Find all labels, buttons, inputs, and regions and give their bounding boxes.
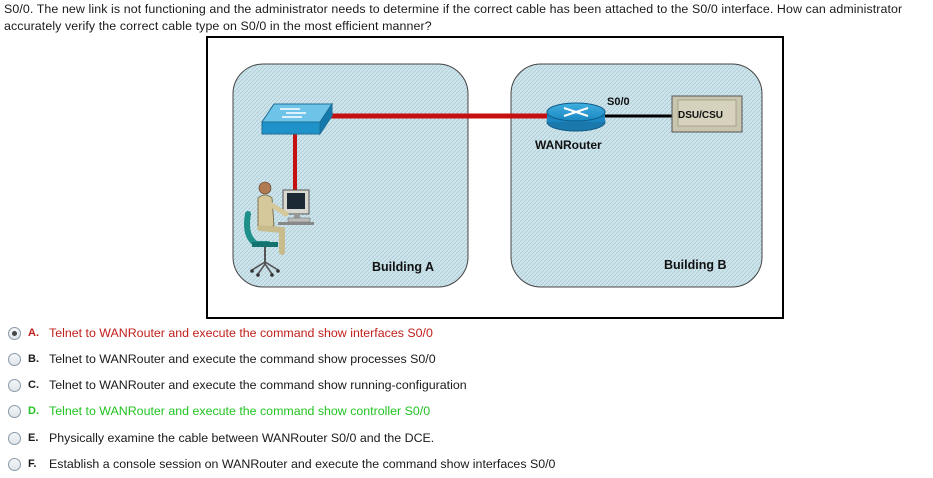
switch-icon [261, 102, 333, 136]
option-d[interactable]: D. Telnet to WANRouter and execute the c… [8, 401, 908, 421]
option-letter: C. [28, 379, 39, 391]
option-c[interactable]: C. Telnet to WANRouter and execute the c… [8, 375, 908, 395]
radio-button[interactable] [8, 404, 21, 418]
building-a [232, 63, 469, 288]
option-text: Physically examine the cable between WAN… [49, 431, 435, 445]
router-label: WANRouter [535, 138, 602, 152]
option-text: Telnet to WANRouter and execute the comm… [49, 326, 433, 340]
dsu-label: DSU/CSU [678, 110, 724, 121]
option-b[interactable]: B. Telnet to WANRouter and execute the c… [8, 349, 908, 369]
option-letter: B. [28, 353, 39, 365]
option-letter: F. [28, 458, 37, 470]
building-a-label: Building A [372, 260, 435, 274]
question-text: S0/0. The new link is not functioning an… [4, 2, 903, 33]
interface-label: S0/0 [607, 96, 630, 108]
option-text: Telnet to WANRouter and execute the comm… [49, 404, 431, 418]
building-b-label: Building B [664, 258, 727, 272]
option-a[interactable]: A. Telnet to WANRouter and execute the c… [8, 323, 908, 343]
radio-button[interactable] [8, 431, 21, 445]
radio-button[interactable] [8, 378, 21, 392]
option-text: Telnet to WANRouter and execute the comm… [49, 352, 436, 366]
radio-button[interactable] [8, 457, 21, 471]
option-e[interactable]: E. Physically examine the cable between … [8, 428, 908, 448]
radio-button[interactable] [8, 326, 21, 340]
option-letter: A. [28, 327, 39, 339]
diagram-canvas [232, 63, 763, 288]
network-diagram: S0/0 WANRouter DSU/CSU Building A Buildi… [206, 36, 784, 319]
option-f[interactable]: F. Establish a console session on WANRou… [8, 454, 908, 474]
radio-button[interactable] [8, 352, 21, 366]
router-icon [546, 102, 606, 132]
option-text: Telnet to WANRouter and execute the comm… [49, 378, 467, 392]
option-letter: D. [28, 405, 39, 417]
option-letter: E. [28, 432, 39, 444]
option-text: Establish a console session on WANRouter… [49, 457, 556, 471]
user-workstation-icon [244, 181, 314, 277]
